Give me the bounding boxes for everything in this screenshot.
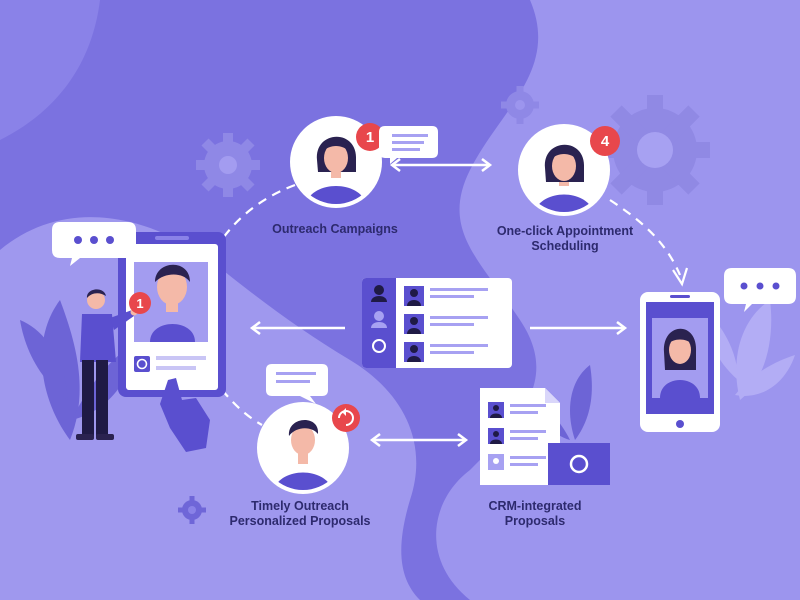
label-timely-outreach: Timely Outreach Personalized Proposals [220,499,380,529]
arrow-right [530,321,628,335]
crm-document [480,388,610,485]
gear-icon-small-top [501,86,539,124]
crm-label-line2: Proposals [504,514,566,528]
badge-outreach-number: 1 [366,129,374,146]
label-appointment-scheduling: One-click Appointment Scheduling [490,224,640,254]
background-blob-corner [0,0,100,140]
speech-bubble-left [52,222,136,266]
gear-icon-large [600,95,710,205]
outreach-campaigns-node [290,116,438,208]
appointment-label-line1: One-click Appointment [496,224,634,238]
badge-left-phone-number: 1 [136,296,143,311]
timely-outreach-node [257,364,360,494]
center-contact-card [362,278,512,368]
speech-bubble-right [724,268,796,312]
right-phone [640,292,720,432]
crm-label-line1: CRM-integrated [488,499,582,513]
timely-outreach-label-line1: Timely Outreach [251,499,349,513]
outreach-campaigns-text: Outreach Campaigns [272,222,398,236]
label-crm-proposals: CRM-integrated Proposals [470,499,600,529]
timely-outreach-label-line2: Personalized Proposals [229,514,371,528]
label-outreach-campaigns: Outreach Campaigns [255,222,415,237]
background-blob-left [0,217,420,600]
left-phone-badge [129,292,151,314]
left-phone [118,232,226,397]
badge-appointment-number: 4 [601,133,610,150]
gear-icon-small-bottom [178,496,206,524]
appointment-scheduling-node [518,124,620,216]
double-arrow-bottom [369,433,469,447]
arrow-left [249,321,345,335]
dashed-arrowhead [672,267,689,287]
standing-person [76,289,138,440]
dashed-connectors [214,183,682,426]
double-arrow-top [389,158,493,172]
appointment-label-line2: Scheduling [531,239,599,253]
pointing-hand-icon [160,378,210,452]
gear-icon-left [196,133,260,197]
